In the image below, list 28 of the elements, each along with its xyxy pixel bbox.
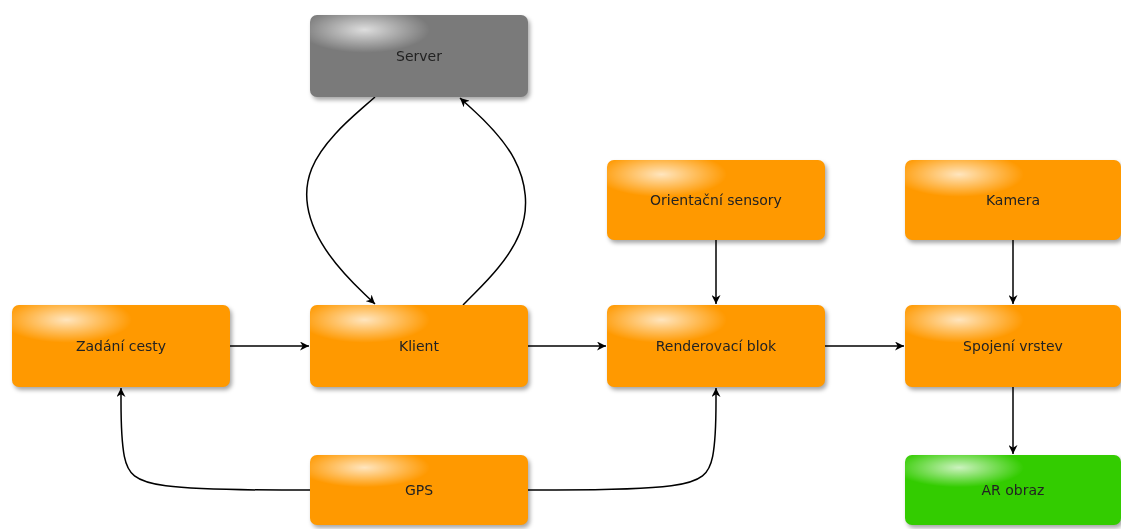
node-label: Spojení vrstev [963, 338, 1063, 354]
node-label: Orientační sensory [650, 192, 782, 208]
process-box [905, 455, 1121, 525]
process-box [310, 305, 528, 387]
process-box [905, 160, 1121, 240]
arrow [229, 341, 310, 351]
process-box [310, 455, 528, 525]
arrow [1008, 386, 1018, 455]
node-label: GPS [404, 482, 434, 498]
node-label: AR obraz [981, 482, 1045, 498]
node-label: Zadání cesty [75, 338, 167, 354]
process-box [310, 15, 528, 97]
arrow [711, 239, 721, 305]
node-label: Kamera [985, 192, 1041, 208]
node-label: Klient [399, 338, 439, 354]
process-box [905, 305, 1121, 387]
node-label: Renderovací blok [655, 338, 777, 354]
arrow [459, 97, 527, 306]
process-box [12, 305, 230, 387]
node-label: Server [396, 48, 442, 64]
arrow [116, 387, 311, 491]
arrow [824, 341, 905, 351]
arrow [527, 341, 607, 351]
arrow [306, 96, 376, 305]
arrow [527, 387, 721, 491]
process-box [607, 305, 825, 387]
process-box [607, 160, 825, 240]
arrow [1008, 239, 1018, 305]
